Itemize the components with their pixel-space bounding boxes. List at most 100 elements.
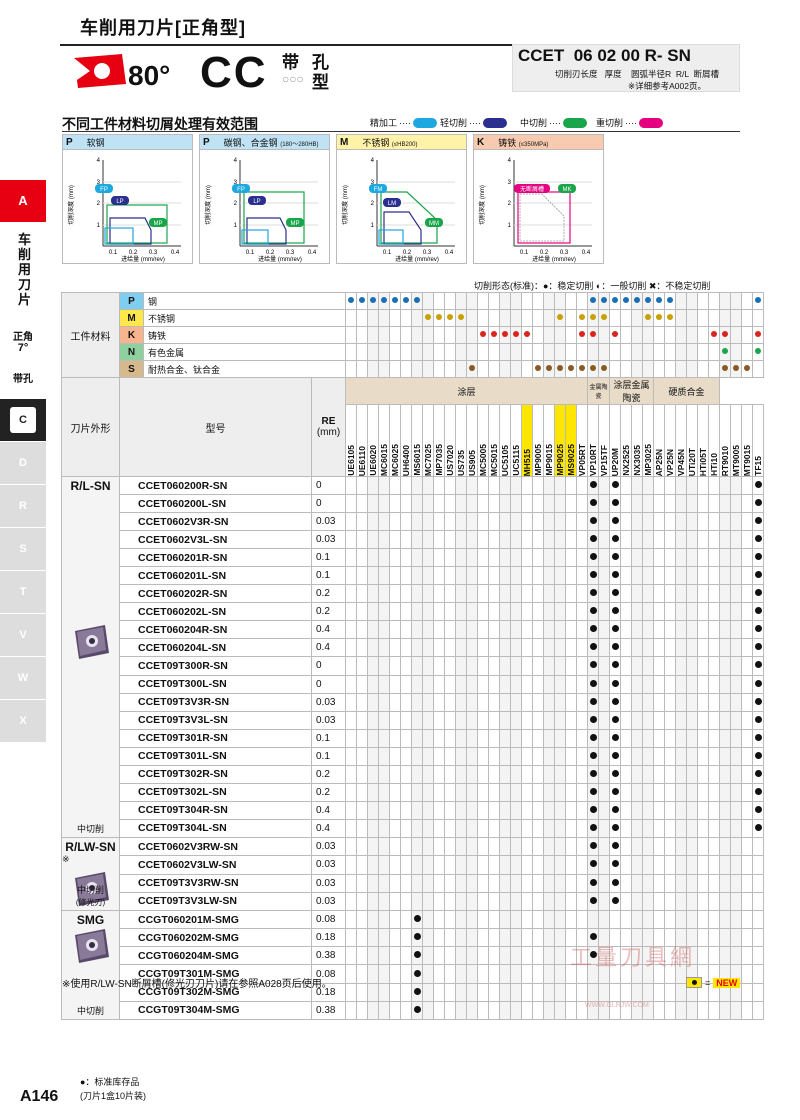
- stock-cell: [367, 566, 379, 586]
- stock-cell: [752, 764, 764, 784]
- stock-cell: [730, 692, 742, 712]
- shape-tab-w[interactable]: W: [0, 656, 46, 699]
- shape-tab-d[interactable]: D: [0, 441, 46, 484]
- stock-dot-icon: [754, 805, 762, 813]
- stock-cell: [532, 746, 544, 766]
- stock-cell: [609, 692, 621, 712]
- stock-cell: [598, 602, 610, 622]
- stock-cell: [675, 746, 687, 766]
- stock-cell: [565, 982, 577, 1002]
- stock-cell: [730, 928, 742, 948]
- stock-cell: [444, 764, 456, 784]
- stock-cell: [444, 836, 456, 857]
- stock-cell: [653, 530, 665, 550]
- shape-tab-c[interactable]: C: [0, 398, 46, 441]
- stock-cell: [378, 800, 390, 820]
- stock-cell: [576, 800, 588, 820]
- grade-cell: [708, 326, 720, 344]
- stock-cell: [400, 566, 412, 586]
- stock-cell: [488, 873, 500, 893]
- svg-text:0.2: 0.2: [129, 250, 138, 256]
- grade-cell: [576, 360, 588, 378]
- stock-cell: [609, 620, 621, 640]
- stock-cell: [543, 638, 555, 658]
- stock-cell: [466, 746, 478, 766]
- stock-cell: [488, 566, 500, 586]
- legend-medium: 中切削····: [520, 116, 588, 129]
- grade-header: MC6025: [389, 404, 401, 477]
- insert-code: CCET060204R-SN: [119, 620, 312, 640]
- cutting-morph-icon: [634, 297, 640, 303]
- grade-cell: [378, 309, 390, 327]
- stock-cell: [433, 620, 445, 640]
- stock-cell: [741, 928, 753, 948]
- stock-cell: [752, 475, 764, 496]
- stock-cell: [631, 656, 643, 676]
- stock-cell: [521, 964, 533, 984]
- stock-cell: [565, 764, 577, 784]
- stock-cell: [499, 855, 511, 875]
- insert-code: CCET09T3V3RW-SN: [119, 873, 312, 893]
- shape-tab-v[interactable]: V: [0, 613, 46, 656]
- stock-cell: [543, 800, 555, 820]
- shape-tab-t[interactable]: T: [0, 570, 46, 613]
- stock-dot-icon: [754, 517, 762, 525]
- stock-cell: [521, 638, 533, 658]
- stock-cell: [741, 1000, 753, 1021]
- cutting-morph-icon: [612, 331, 618, 337]
- section-tab-a[interactable]: A: [0, 180, 46, 222]
- grade-cell: [741, 343, 753, 361]
- stock-cell: [345, 800, 357, 820]
- stock-cell: [565, 1000, 577, 1021]
- stock-cell: [609, 530, 621, 550]
- stock-cell: [488, 728, 500, 748]
- grade-cell: [543, 343, 555, 361]
- stock-cell: [664, 692, 676, 712]
- stock-cell: [422, 764, 434, 784]
- shape-tab-r[interactable]: R: [0, 484, 46, 527]
- grade-name: UE6020: [368, 445, 378, 476]
- grade-name: MS9025: [566, 444, 576, 476]
- grade-cell: [642, 292, 654, 310]
- stock-cell: [411, 928, 423, 948]
- stock-cell: [477, 656, 489, 676]
- shape-tab-s[interactable]: S: [0, 527, 46, 570]
- stock-cell: [433, 800, 445, 820]
- stock-cell: [543, 1000, 555, 1021]
- stock-cell: [389, 982, 401, 1002]
- shape-tab-x[interactable]: X: [0, 699, 46, 742]
- stock-cell: [510, 909, 522, 930]
- stock-cell: [576, 710, 588, 730]
- chipbreaker-group: R/LW-SN※中切削(修光刃): [61, 837, 120, 911]
- stock-cell: [389, 1000, 401, 1021]
